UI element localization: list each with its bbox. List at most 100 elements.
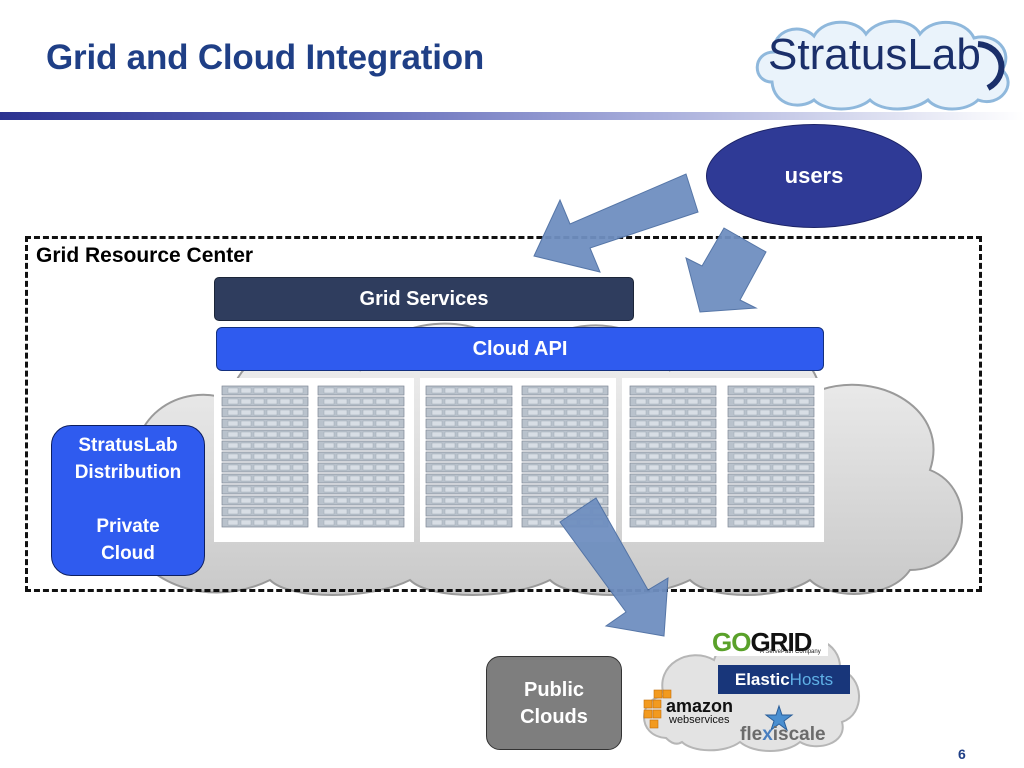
server-unit <box>317 385 405 396</box>
server-unit <box>425 440 513 451</box>
stratuslab-logo-cloud <box>755 19 1010 111</box>
public-clouds-box: Public Clouds <box>486 656 622 750</box>
server-unit <box>425 407 513 418</box>
stratuslab-logo-text: StratusLab <box>768 30 981 79</box>
users-node: users <box>706 124 922 228</box>
server-unit <box>221 517 309 528</box>
private-cloud-line-3: Private <box>96 516 160 537</box>
server-unit <box>317 429 405 440</box>
server-unit <box>521 418 609 429</box>
public-clouds-line-1: Public <box>523 679 584 701</box>
public-clouds-line-2: Clouds <box>520 706 588 728</box>
aws-logo-webservices: webservices <box>669 714 730 726</box>
server-unit <box>727 462 815 473</box>
aws-cubes-icon <box>643 689 672 729</box>
server-unit <box>425 495 513 506</box>
server-unit <box>221 396 309 407</box>
server-unit <box>727 418 815 429</box>
server-rack <box>629 385 717 528</box>
private-cloud-line-2: Distribution <box>74 462 182 483</box>
server-unit <box>425 418 513 429</box>
server-unit <box>425 451 513 462</box>
private-cloud-line-4: Cloud <box>101 543 155 564</box>
server-unit <box>629 407 717 418</box>
server-rack <box>727 385 815 528</box>
server-unit <box>425 385 513 396</box>
server-rack <box>317 385 405 528</box>
server-unit <box>727 429 815 440</box>
server-unit <box>317 495 405 506</box>
elastichosts-logo-elastic: Elastic <box>734 670 790 689</box>
cloud-api-box: Cloud API <box>216 327 824 371</box>
server-unit <box>221 495 309 506</box>
server-unit <box>317 451 405 462</box>
flexiscale-logo-fle: fle <box>740 724 763 745</box>
server-unit <box>727 517 815 528</box>
gogrid-tagline: A ServePath Company <box>760 649 821 655</box>
server-unit <box>425 517 513 528</box>
server-unit <box>629 440 717 451</box>
page-number: 6 <box>958 746 966 762</box>
server-unit <box>221 440 309 451</box>
aws-logo-amazon: amazon <box>666 696 734 716</box>
server-unit <box>221 484 309 495</box>
server-unit <box>521 440 609 451</box>
flexiscale-logo-iscale: iscale <box>772 724 826 745</box>
server-unit <box>727 451 815 462</box>
stratuslab-private-cloud-box: StratusLab Distribution Private Cloud <box>51 425 205 576</box>
server-unit <box>629 451 717 462</box>
server-unit <box>221 429 309 440</box>
server-unit <box>521 451 609 462</box>
server-unit <box>629 462 717 473</box>
server-unit <box>629 484 717 495</box>
flexiscale-logo: flexiscale <box>740 724 826 746</box>
server-unit <box>629 396 717 407</box>
server-unit <box>727 473 815 484</box>
server-unit <box>221 462 309 473</box>
server-unit <box>425 429 513 440</box>
server-unit <box>629 429 717 440</box>
server-unit <box>727 506 815 517</box>
server-unit <box>521 462 609 473</box>
flexiscale-logo-x: x <box>762 724 773 745</box>
elastichosts-logo: ElasticHosts <box>718 665 850 694</box>
server-unit <box>317 517 405 528</box>
cloud-api-label: Cloud API <box>472 337 568 360</box>
server-unit <box>317 407 405 418</box>
title-underline <box>0 112 1024 120</box>
server-unit <box>317 473 405 484</box>
server-unit <box>425 506 513 517</box>
server-unit <box>521 407 609 418</box>
server-unit <box>727 440 815 451</box>
server-unit <box>221 407 309 418</box>
gogrid-logo-go: GO <box>712 627 751 657</box>
server-unit <box>727 385 815 396</box>
server-unit <box>317 484 405 495</box>
server-unit <box>425 484 513 495</box>
server-rack <box>221 385 309 528</box>
server-unit <box>221 385 309 396</box>
server-racks <box>214 378 824 542</box>
grid-services-box: Grid Services <box>214 277 634 321</box>
server-unit <box>629 418 717 429</box>
grid-services-label: Grid Services <box>359 287 489 310</box>
server-unit <box>317 506 405 517</box>
server-unit <box>425 396 513 407</box>
grid-resource-center-boundary <box>25 236 982 592</box>
slide-title: Grid and Cloud Integration <box>46 38 485 77</box>
server-unit <box>425 473 513 484</box>
server-unit <box>521 385 609 396</box>
server-unit <box>727 407 815 418</box>
server-unit <box>727 495 815 506</box>
server-unit <box>521 484 609 495</box>
grid-resource-center-label: Grid Resource Center <box>36 244 254 267</box>
server-unit <box>221 506 309 517</box>
server-unit <box>521 396 609 407</box>
server-unit <box>521 429 609 440</box>
server-unit <box>629 385 717 396</box>
server-unit <box>727 396 815 407</box>
server-unit <box>317 396 405 407</box>
flexiscale-star-icon <box>764 704 794 732</box>
private-cloud-line-1: StratusLab <box>78 435 178 456</box>
server-unit <box>221 473 309 484</box>
